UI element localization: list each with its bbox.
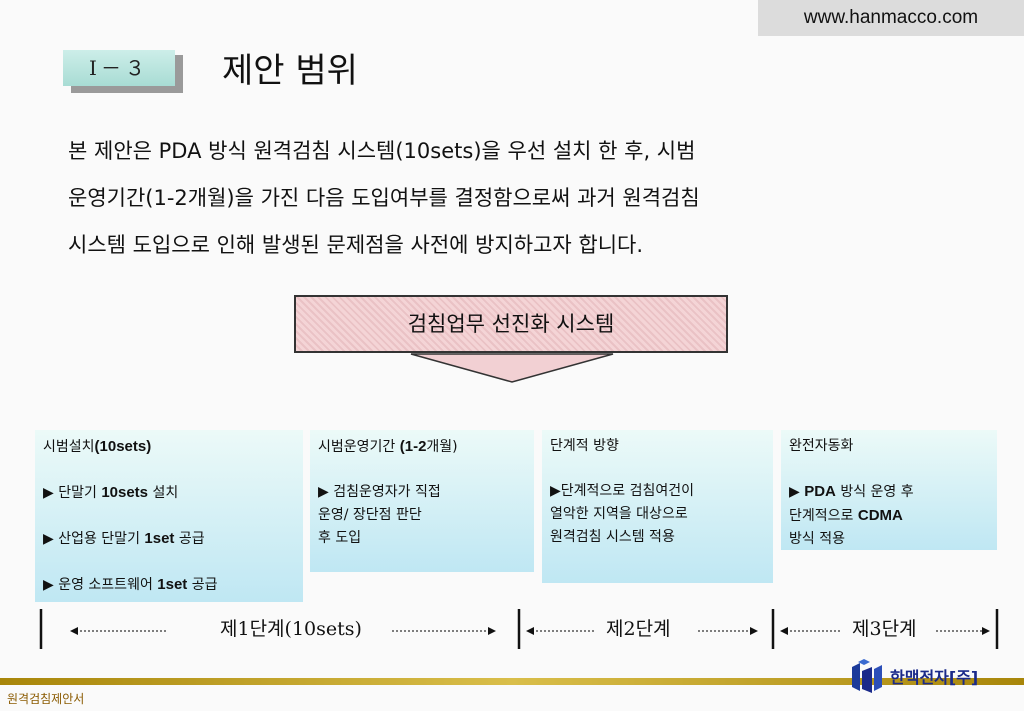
card-item: ▶단계적으로 검침여건이 열악한 지역을 대상으로 원격검침 시스템 적용	[550, 483, 695, 545]
stage-card-pilot-install: 시범설치(10sets) ▶ 단말기 10sets 설치 ▶ 산업용 단말기 1…	[35, 430, 303, 602]
card-item: ▶ 산업용 단말기 1set 공급	[43, 530, 205, 547]
intro-line: 운영기간(1-2개월)을 가진 다음 도입여부를 결정함으로써 과거 원격검침	[68, 186, 700, 210]
intro-line: 시스템 도입으로 인해 발생된 문제점을 사전에 방지하고자 합니다.	[68, 233, 644, 257]
intro-line: 본 제안은 PDA 방식 원격검침 시스템(10sets)을 우선 설치 한 후…	[68, 139, 696, 163]
company-logo-icon	[852, 659, 882, 693]
section-tag: Ⅰ－３	[63, 50, 175, 86]
phase-label-3: 제3단계	[852, 618, 917, 640]
phase-label-2: 제2단계	[606, 618, 671, 640]
stage-card-pilot-operation: 시범운영기간 (1-2개월) ▶ 검침운영자가 직접 운영/ 장단점 판단 후 …	[310, 430, 534, 572]
card-item: ▶ 운영 소프트웨어 1set 공급	[43, 576, 218, 593]
stage-card-phased-direction: 단계적 방향 ▶단계적으로 검침여건이 열악한 지역을 대상으로 원격검침 시스…	[542, 430, 773, 583]
company-name: 한맥전자[주]	[890, 668, 979, 687]
website-url[interactable]: www.hanmacco.com	[758, 0, 1024, 36]
card-item: ▶ PDA 방식 운영 후 단계적으로 CDMA 방식 적용	[789, 483, 914, 547]
card-title: 완전자동화	[789, 438, 854, 454]
page-title: 제안 범위	[222, 51, 358, 91]
system-box: 검침업무 선진화 시스템	[294, 295, 728, 353]
card-item: ▶ 단말기 10sets 설치	[43, 484, 179, 501]
arrow-right-icon	[982, 627, 990, 635]
arrow-left-icon	[526, 627, 534, 635]
company-logo: 한맥전자[주]	[850, 654, 978, 698]
arrow-left-icon	[70, 627, 78, 635]
arrow-right-icon	[750, 627, 758, 635]
intro-paragraph: 본 제안은 PDA 방식 원격검침 시스템(10sets)을 우선 설치 한 후…	[68, 128, 928, 269]
stage-card-full-automation: 완전자동화 ▶ PDA 방식 운영 후 단계적으로 CDMA 방식 적용	[781, 430, 997, 550]
phase-timeline	[39, 609, 999, 649]
arrow-left-icon	[780, 627, 788, 635]
card-title: 시범운영기간 (1-2개월)	[318, 438, 458, 455]
document-name: 원격검침제안서	[7, 692, 85, 706]
phase-label-1: 제1단계(10sets)	[220, 618, 362, 640]
card-title: 단계적 방향	[550, 438, 619, 454]
footer-rule	[0, 678, 1024, 685]
card-item: ▶ 검침운영자가 직접 운영/ 장단점 판단 후 도입	[318, 484, 441, 546]
arrow-right-icon	[488, 627, 496, 635]
card-title: 시범설치(10sets)	[43, 438, 152, 455]
down-arrow-icon	[410, 353, 614, 383]
